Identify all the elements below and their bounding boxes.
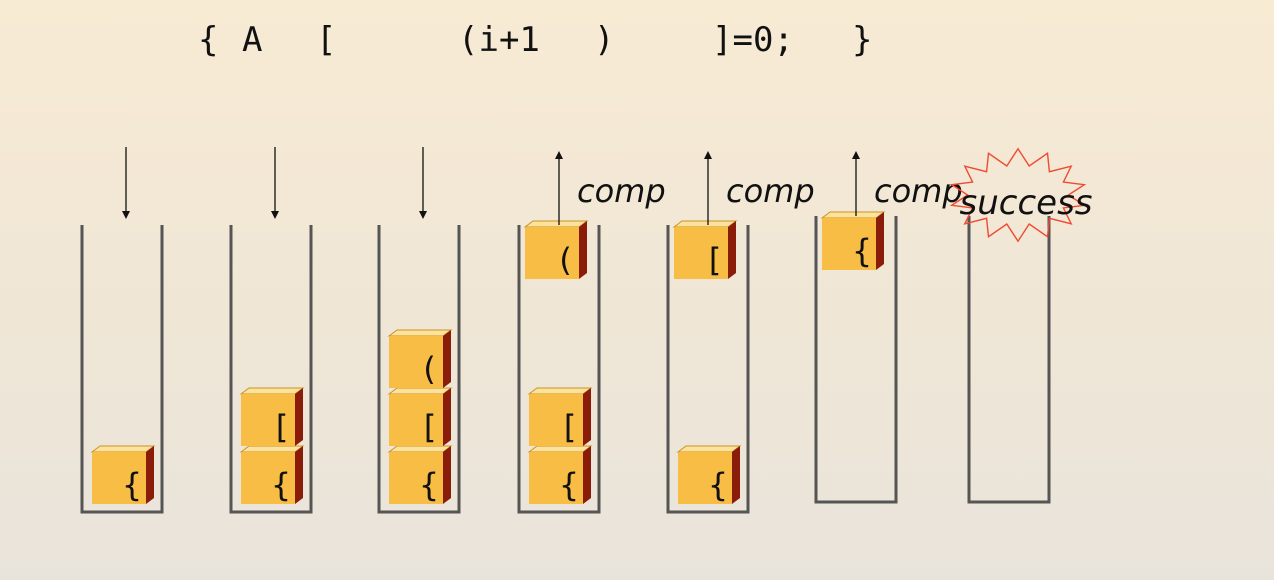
stack-block: { xyxy=(387,445,453,504)
expr-token-close-paren: ) xyxy=(594,20,615,60)
stack-block: { xyxy=(527,445,593,504)
stack-4: { [ (comp xyxy=(517,151,666,514)
stack-block: ( xyxy=(387,329,453,388)
comp-label: comp xyxy=(874,172,963,210)
stack-block: [ xyxy=(239,387,305,446)
stack-1: { xyxy=(80,147,164,514)
stack-block: [ xyxy=(387,387,453,446)
block-label: ( xyxy=(419,350,438,388)
comp-label: comp xyxy=(577,172,666,210)
block-label: { xyxy=(419,466,438,504)
stack-container xyxy=(814,216,898,504)
block-label: { xyxy=(122,466,141,504)
success-burst xyxy=(949,147,1087,243)
success-label: success xyxy=(960,183,1093,223)
stack-2: {[ xyxy=(229,147,313,514)
stack-block: { xyxy=(90,445,156,504)
block-label: [ xyxy=(559,408,578,446)
comp-label: comp xyxy=(726,172,815,210)
stack-3: { [ ( xyxy=(377,147,461,514)
expr-token-close-bracket-assign: ]=0; xyxy=(712,20,794,60)
block-label: { xyxy=(271,466,290,504)
block-label: { xyxy=(708,466,727,504)
stack-block: { xyxy=(676,445,742,504)
stack-container xyxy=(517,225,601,514)
stack-block: { xyxy=(239,445,305,504)
stack-7: success xyxy=(949,147,1093,504)
block-label: [ xyxy=(271,408,290,446)
stack-5: { [comp xyxy=(666,151,815,514)
block-label: { xyxy=(559,466,578,504)
stack-container xyxy=(377,225,461,514)
block-label: ( xyxy=(555,241,574,279)
expr-token-open-brace: { xyxy=(198,20,219,60)
expr-token-open-bracket: [ xyxy=(316,20,337,60)
block-label: [ xyxy=(419,408,438,446)
expr-token-open-paren-expr: (i+1 xyxy=(458,20,540,60)
popped-block: ( xyxy=(523,220,589,279)
stack-container xyxy=(666,225,750,514)
stack-block: [ xyxy=(527,387,593,446)
block-label: [ xyxy=(704,241,723,279)
popped-block: [ xyxy=(672,220,738,279)
popped-block: { xyxy=(820,211,886,270)
stack-container xyxy=(967,216,1051,504)
block-label: { xyxy=(852,232,871,270)
stack-container xyxy=(80,225,164,514)
expr-token-identifier: A xyxy=(242,20,263,60)
expr-token-close-brace: } xyxy=(852,20,873,60)
stack-6: {comp xyxy=(814,151,963,504)
stack-container xyxy=(229,225,313,514)
